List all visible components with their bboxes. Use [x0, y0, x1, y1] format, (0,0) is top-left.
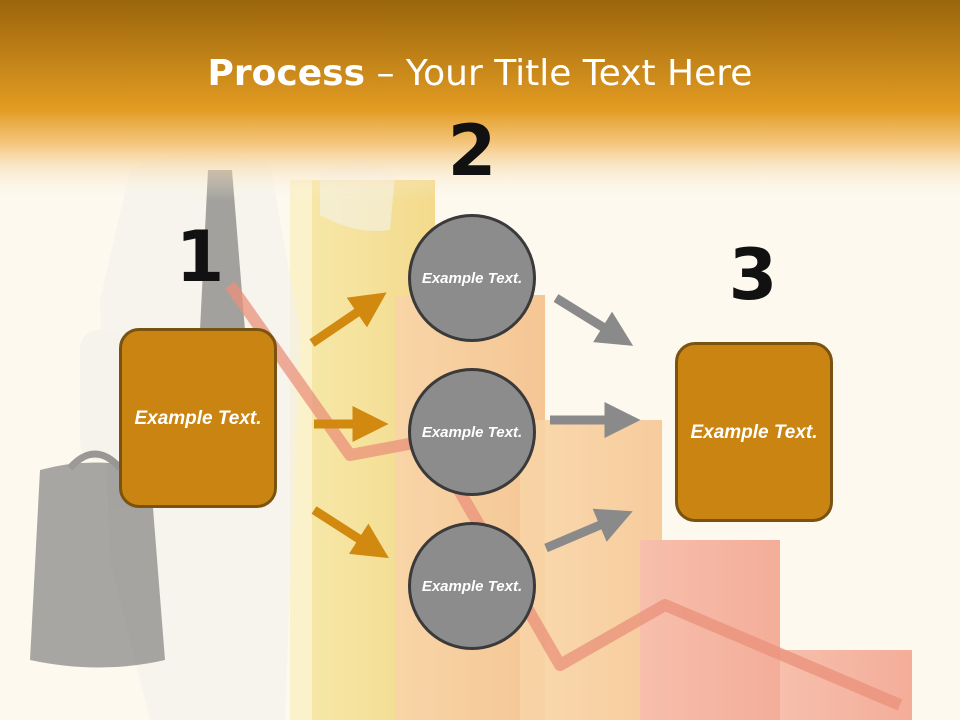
arrow-orange-up-icon [309, 292, 387, 347]
step-2-circle-middle[interactable]: Example Text. [408, 368, 536, 496]
step-1-box[interactable]: Example Text. [119, 328, 277, 508]
step-number-3: 3 [728, 234, 778, 316]
step-1-text: Example Text. [134, 407, 262, 429]
step-number-1: 1 [175, 216, 225, 298]
step-3-text: Example Text. [690, 421, 818, 443]
step-number-2: 2 [447, 110, 497, 192]
circle-text: Example Text. [421, 423, 523, 441]
step-2-circle-bottom[interactable]: Example Text. [408, 522, 536, 650]
circle-text: Example Text. [421, 577, 523, 595]
arrow-gray-up-icon [544, 508, 633, 553]
slide-title: Process – Your Title Text Here [0, 52, 960, 96]
arrow-gray-down-icon [553, 294, 634, 346]
header-band [0, 0, 960, 200]
step-3-box[interactable]: Example Text. [675, 342, 833, 522]
arrow-orange-down-icon [311, 506, 389, 559]
step-2-circle-top[interactable]: Example Text. [408, 214, 536, 342]
briefcase-icon [30, 450, 165, 668]
title-rest: – Your Title Text Here [365, 53, 753, 94]
title-bold: Process [207, 53, 366, 94]
circle-text: Example Text. [421, 269, 523, 287]
